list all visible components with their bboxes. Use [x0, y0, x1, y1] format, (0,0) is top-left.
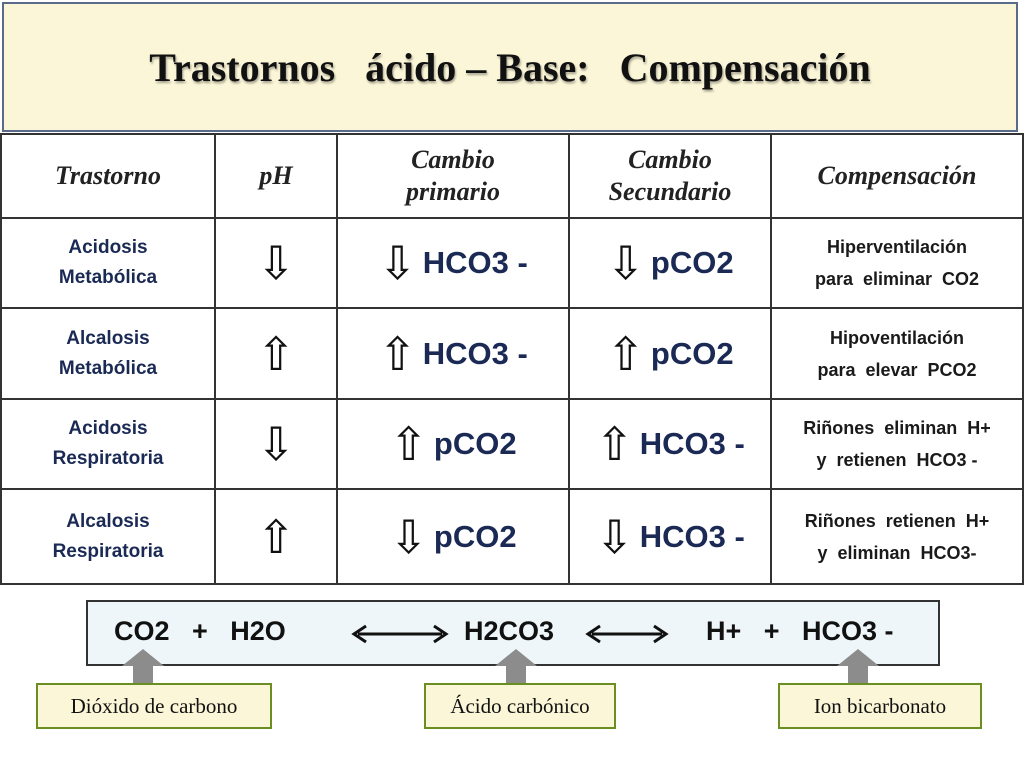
- equation-products: H+ + HCO3 -: [706, 616, 894, 646]
- down-arrow-icon: ⇩: [389, 509, 428, 564]
- compensation-line: y retienen HCO3 -: [816, 450, 978, 471]
- disorder-name-line: Respiratoria: [52, 540, 164, 562]
- secondary-change-text: HCO3 -: [639, 426, 745, 462]
- pointer-up-arrow-icon: [122, 649, 164, 683]
- disorder-name-line: Acidosis: [68, 418, 148, 440]
- compensation-line: para eliminar CO2: [814, 269, 980, 290]
- primary-change-text: HCO3 -: [422, 245, 528, 281]
- secondary-change-text: HCO3 -: [639, 518, 745, 554]
- primary-change-cell: ⇩ HCO3 -: [336, 216, 570, 310]
- secondary-change-text: pCO2: [650, 245, 734, 281]
- primary-change-text: pCO2: [433, 518, 517, 554]
- secondary-change-cell: ⇧ HCO3 -: [568, 397, 772, 491]
- disorder-name: Acidosis Respiratoria: [0, 397, 216, 491]
- header-cambio-primario: Cambio primario: [336, 133, 570, 219]
- header-trastorno: Trastorno: [0, 133, 216, 219]
- primary-change-cell: ⇧ HCO3 -: [336, 307, 570, 400]
- title-banner: Trastornos ácido – Base: Compensación: [2, 2, 1018, 132]
- primary-change-cell: ⇩ pCO2: [336, 488, 570, 585]
- compensation-line: Hiperventilación: [826, 237, 968, 258]
- secondary-change-text: pCO2: [650, 335, 734, 371]
- secondary-change-cell: ⇧ pCO2: [568, 307, 772, 400]
- disorder-name-line: Acidosis: [68, 237, 148, 259]
- ph-cell: ⇩: [214, 397, 338, 491]
- down-arrow-icon: ⇩: [378, 236, 417, 291]
- down-arrow-icon: ⇩: [256, 417, 296, 472]
- pointer-up-arrow-icon: [837, 649, 879, 683]
- up-arrow-icon: ⇧: [256, 509, 296, 564]
- primary-change-text: pCO2: [433, 426, 517, 462]
- header-row: Trastorno pH Cambio primario Cambio Secu…: [0, 133, 1024, 219]
- compensation-line: Riñones eliminan H+: [803, 418, 991, 439]
- disorder-name: Alcalosis Respiratoria: [0, 488, 216, 585]
- double-arrow-icon: [585, 624, 669, 644]
- down-arrow-icon: ⇩: [595, 509, 634, 564]
- up-arrow-icon: ⇧: [378, 326, 417, 381]
- primary-change-text: HCO3 -: [422, 335, 528, 371]
- table-row: Alcalosis Metabólica ⇧ ⇧ HCO3 - ⇧ pCO2 H…: [0, 307, 1024, 400]
- disorder-name-line: Metabólica: [58, 357, 158, 379]
- disorders-table: Trastorno pH Cambio primario Cambio Secu…: [0, 133, 1024, 585]
- compensation-cell: Riñones eliminan H+ y retienen HCO3 -: [770, 397, 1024, 491]
- compensation-cell: Hiperventilación para eliminar CO2: [770, 216, 1024, 310]
- header-line: Cambio: [411, 145, 495, 174]
- header-line: primario: [406, 177, 500, 206]
- disorder-name-line: Alcalosis: [66, 510, 150, 532]
- up-arrow-icon: ⇧: [256, 326, 296, 381]
- compensation-line: Hipoventilación: [829, 327, 964, 348]
- disorder-name-line: Respiratoria: [52, 448, 164, 470]
- compensation-cell: Hipoventilación para elevar PCO2: [770, 307, 1024, 400]
- table-row: Acidosis Respiratoria ⇩ ⇧ pCO2 ⇧ HCO3 - …: [0, 397, 1024, 491]
- secondary-change-cell: ⇩ HCO3 -: [568, 488, 772, 585]
- disorder-name-line: Alcalosis: [66, 327, 150, 349]
- down-arrow-icon: ⇩: [256, 236, 296, 291]
- table-row: Alcalosis Respiratoria ⇧ ⇩ pCO2 ⇩ HCO3 -…: [0, 488, 1024, 585]
- up-arrow-icon: ⇧: [595, 417, 634, 472]
- primary-change-cell: ⇧ pCO2: [336, 397, 570, 491]
- table-row: Acidosis Metabólica ⇩ ⇩ HCO3 - ⇩ pCO2 Hi…: [0, 216, 1024, 310]
- equation-carbonic-acid: H2CO3: [464, 616, 555, 646]
- label-ion-bicarbonato: Ion bicarbonato: [778, 683, 982, 729]
- compensation-line: Riñones retienen H+: [804, 510, 990, 531]
- label-dioxido-de-carbono: Dióxido de carbono: [36, 683, 272, 729]
- down-arrow-icon: ⇩: [606, 236, 645, 291]
- disorder-name-line: Metabólica: [58, 267, 158, 289]
- disorder-name: Alcalosis Metabólica: [0, 307, 216, 400]
- compensation-line: para elevar PCO2: [817, 359, 977, 380]
- label-acido-carbonico: Ácido carbónico: [424, 683, 616, 729]
- header-line: Cambio: [628, 145, 712, 174]
- compensation-cell: Riñones retienen H+ y eliminan HCO3-: [770, 488, 1024, 585]
- ph-cell: ⇧: [214, 488, 338, 585]
- ph-cell: ⇧: [214, 307, 338, 400]
- header-cambio-secundario: Cambio Secundario: [568, 133, 772, 219]
- double-arrow-icon: [351, 624, 449, 644]
- up-arrow-icon: ⇧: [606, 326, 645, 381]
- disorder-name: Acidosis Metabólica: [0, 216, 216, 310]
- header-line: Secundario: [608, 177, 732, 206]
- page-title: Trastornos ácido – Base: Compensación: [149, 44, 871, 90]
- ph-cell: ⇩: [214, 216, 338, 310]
- secondary-change-cell: ⇩ pCO2: [568, 216, 772, 310]
- equation-reactants: CO2 + H2O: [114, 616, 286, 646]
- compensation-line: y eliminan HCO3-: [817, 542, 977, 563]
- up-arrow-icon: ⇧: [389, 417, 428, 472]
- pointer-up-arrow-icon: [495, 649, 537, 683]
- header-compensacion: Compensación: [770, 133, 1024, 219]
- header-ph: pH: [214, 133, 338, 219]
